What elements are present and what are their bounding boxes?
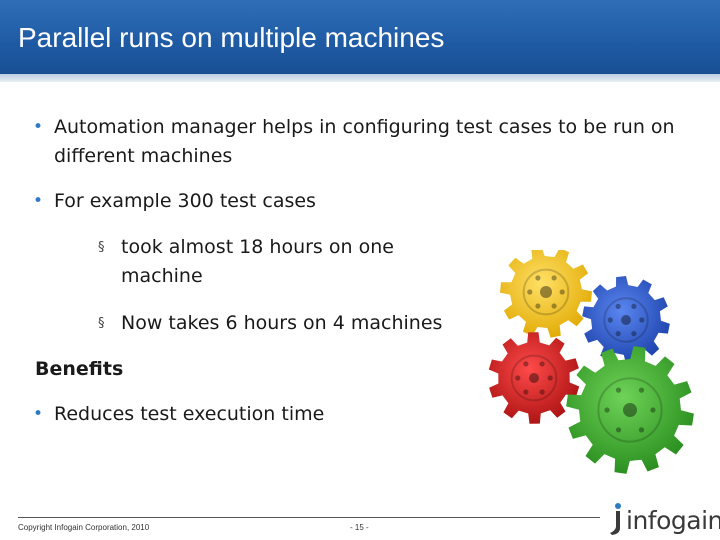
- gear-red: [488, 332, 580, 424]
- benefits-heading: Benefits: [35, 358, 124, 380]
- footer-copyright: Copyright Infogain Corporation, 2010: [18, 523, 150, 532]
- title-bar: Parallel runs on multiple machines: [0, 0, 720, 82]
- gear-yellow: [500, 250, 592, 338]
- bullet-reduces-time: • Reduces test execution time: [33, 400, 554, 429]
- subbullet-6-hours: § Now takes 6 hours on 4 machines: [98, 309, 481, 338]
- subbullet-marker: §: [98, 316, 105, 331]
- bullet-text: Reduces test execution time: [54, 403, 325, 425]
- bullet-text: Automation manager helps in configuring …: [54, 116, 675, 167]
- footer-divider: [18, 517, 600, 518]
- bullet-automation-manager: • Automation manager helps in configurin…: [33, 113, 694, 171]
- gears-illustration: [488, 250, 694, 474]
- bullet-text: For example 300 test cases: [54, 190, 316, 212]
- infogain-logo: infogain: [602, 502, 720, 538]
- gear-green: [566, 346, 694, 474]
- bullet-marker: •: [33, 117, 44, 137]
- bullet-marker: •: [33, 404, 44, 424]
- page-number: - 15 -: [350, 523, 369, 532]
- subbullet-text: took almost 18 hours on one machine: [121, 236, 394, 287]
- gear-blue: [582, 276, 670, 364]
- slide-title: Parallel runs on multiple machines: [18, 22, 445, 53]
- logo-wordmark: infogain: [626, 506, 720, 535]
- bullet-marker: •: [33, 191, 44, 211]
- subbullet-marker: §: [98, 240, 105, 255]
- bullet-example: • For example 300 test cases: [33, 187, 554, 216]
- logo-mark-icon: [610, 503, 621, 535]
- subbullet-text: Now takes 6 hours on 4 machines: [121, 312, 443, 334]
- subbullet-18-hours: § took almost 18 hours on one machine: [98, 233, 441, 291]
